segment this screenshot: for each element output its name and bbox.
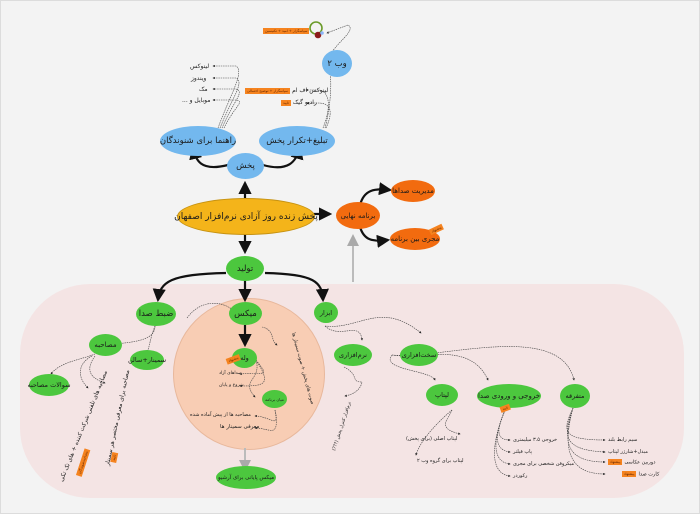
web2-tag: سپاسگزار + امید + تکنیسین bbox=[263, 27, 310, 34]
recording-node[interactable]: ضبط صدا bbox=[136, 302, 176, 326]
intro-leaf-free: صداهای آزاد bbox=[219, 371, 242, 376]
ads-leaf-radiogeek: رادیو گیکتایید bbox=[281, 99, 317, 106]
edge-prod-tools bbox=[264, 271, 329, 303]
io-leaf-35mm: خروجی ۳.۵ میلیمتری bbox=[513, 437, 558, 443]
misc-leaf-camera: دوربین عکاسیپیشنهاد bbox=[608, 459, 656, 466]
host-node[interactable]: مجری بین برنامه bbox=[390, 228, 440, 250]
edge-final-host bbox=[358, 226, 391, 248]
listener-guide-node[interactable]: راهنما برای شنوندگان bbox=[160, 126, 236, 156]
laptop-node[interactable]: لپتاپ bbox=[426, 384, 458, 406]
seminar-hall-node[interactable]: سمینار+سالن bbox=[128, 350, 166, 370]
software-node[interactable]: نرم‌افزاری bbox=[334, 344, 372, 366]
ads-rebroadcast-node[interactable]: تبلیغ+تکرار پخش bbox=[259, 126, 335, 156]
middle-program-node[interactable]: میان برنامه bbox=[262, 390, 287, 408]
intro-leaf-startend: شروع و پایان bbox=[219, 383, 244, 388]
middle-leaf-interviews: مصاحبه ها از پیش آماده شده bbox=[190, 412, 251, 418]
sound-management-node[interactable]: مدیریت صداها bbox=[391, 180, 435, 202]
guide-leaf-mac: مک bbox=[199, 86, 208, 93]
misc-leaf-cable: سیم رابط بلند bbox=[608, 437, 638, 443]
interview-node[interactable]: مصاحبه bbox=[89, 334, 122, 356]
production-node[interactable]: تولید bbox=[226, 256, 264, 281]
io-leaf-recorder: رکوردر bbox=[513, 473, 528, 479]
ads-leaf-linuxfm: لینوکس اف امسپاسگزار + توضیح احتمالی bbox=[245, 87, 329, 94]
laptop-leaf-main: لپتاپ اصلی (برای پخش) bbox=[406, 436, 458, 442]
tools-node[interactable]: ابزار bbox=[314, 302, 338, 323]
interview-questions-node[interactable]: سوالات مصاحبه bbox=[27, 374, 71, 396]
misc-node[interactable]: متفرقه bbox=[560, 384, 590, 408]
mix-node[interactable]: میکس bbox=[229, 302, 262, 325]
guide-leaf-mobile: موبایل و ... bbox=[182, 97, 211, 104]
final-program-node[interactable]: برنامه نهایی bbox=[336, 202, 380, 229]
io-leaf-popfilter: پاپ فیلتر bbox=[513, 449, 533, 455]
broadcast-node[interactable]: پخش bbox=[227, 153, 264, 179]
web2-node[interactable]: وب ۲ bbox=[322, 50, 352, 77]
hardware-node[interactable]: سخت‌افزاری bbox=[400, 344, 438, 366]
io-leaf-mic: میکروفن شخصی برای مجری bbox=[513, 461, 575, 467]
edge-final-sound bbox=[358, 182, 393, 206]
misc-leaf-soundcard: کارت صداپیشنهاد bbox=[622, 471, 660, 478]
intro-node[interactable]: وله bbox=[232, 348, 257, 368]
misc-leaf-adapter: مبدل+شارژر لپتاپ bbox=[608, 449, 648, 455]
edge-prod-record bbox=[152, 271, 227, 303]
guide-leaf-linux: لینوکس bbox=[190, 63, 210, 70]
final-mix-archive-node[interactable]: میکس پایانی برای آرشیو bbox=[216, 466, 276, 489]
laptop-leaf-web2: لپتاپ برای گروه وب ۲ bbox=[417, 458, 464, 464]
web-icon bbox=[309, 21, 324, 39]
guide-leaf-windows: ویندوز bbox=[191, 75, 207, 82]
middle-leaf-seminars: معرفی سمینار ها bbox=[220, 424, 260, 430]
root-node[interactable]: پخش زنده روز آزادی نرم‌افزار اصفهان bbox=[174, 198, 318, 235]
